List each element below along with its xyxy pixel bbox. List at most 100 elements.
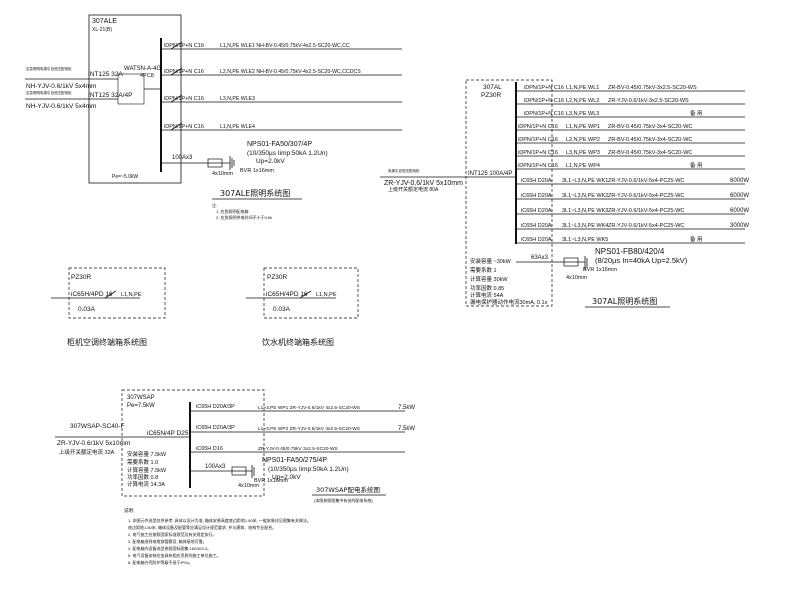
al-circuit-cable: ZR-BV-0.45/0.75kV-3x4-SC20-WC (608, 150, 692, 156)
ale-ats-label-2: 4PC8 (140, 73, 154, 79)
ale-spd-device (207, 158, 223, 168)
wsap-circuit-breaker: iC65H D20A/3P (196, 404, 235, 410)
ale-circuit-cable: L3,N,PE WLE3 (220, 96, 255, 102)
ale-feeder-cable-1: NH-YJV-0.6/1kV 5x4mm (26, 83, 96, 90)
wsap-circuit: iC65H D20A/3P L1~3,PE WP1 ZR-YJV-0.6/1kV… (190, 404, 415, 412)
al-circuit-breaker: iC65H D20A (521, 178, 552, 184)
al-circuit-breaker: iDPN/1P+N C16 (524, 111, 564, 117)
ale-spd-model: NPS01-FA50/307/4P (247, 141, 312, 148)
ale-circuit-breaker: iDPN/1P+N C16 (164, 124, 204, 130)
al-spd-model: NPS01-FB80/420/4 (595, 247, 665, 256)
wsap-ct-label: 100Ax3 (205, 464, 226, 470)
water-enclosure (263, 267, 359, 319)
ale-circuit-breaker: iDPN/1P+N C16 (164, 96, 204, 102)
wsap-calc-line: 功率因数 0.8 (127, 473, 158, 481)
al-circuit: iDPN/1P+N C16 L3,N,PE WL3 备 用 (516, 109, 745, 118)
al-spd-spec: (8/20µs In=40kA Up=2.5kV) (595, 256, 688, 265)
ale-subtitle: XL-21(B) (92, 27, 112, 33)
wsap-circuit: iC65H D16 ZR-YJV-0.45/0.75kV 3x2.5-SC20-… (190, 446, 405, 453)
panel-ac-terminal: PZ30R iC65H/4PD 16 0.03A L1,N,PE 柜机空调终端箱… (51, 267, 166, 347)
al-feeder-note-top: 电源引自低压配电柜 (388, 168, 420, 173)
panel-307ale: 307ALE XL-21(B) 应急照明电源引自低压配电柜 NH-YJV-0.6… (25, 14, 402, 220)
al-circuit-breaker: iC65H D20A (521, 237, 552, 243)
al-circuit-line: L2,N,PE WL2 (566, 98, 599, 104)
ale-feeder-note-2: 应急照明电源引自低压配电柜 (26, 90, 72, 95)
wsap-circuit-breaker: iC65H D20A/3P (196, 425, 235, 431)
ale-circuit: iDPN/1P+N C16 L1,N,PE WLE1 NH-BV-0.45/0.… (161, 41, 402, 50)
note-line: 1. 本图元件选型仅供参考, 具体以设计为准, 箱体安装高度底边距地1.80米,… (128, 517, 311, 523)
ale-feeder-note-1: 应急照明电源引自低压配电柜 (26, 66, 72, 71)
ac-rcd-label: 0.03A (78, 306, 96, 313)
wsap-caption: 307WSAP配电系统图 (316, 485, 380, 494)
wsap-circuit-power: 7.5kW (398, 426, 415, 432)
ale-caption: 307ALE照明系统图 (220, 188, 290, 198)
al-circuit: iDPN/1P+N C16 L2,N,PE WP2 ZR-BV-0.45/0.7… (516, 137, 745, 144)
al-title: 307AL (483, 84, 502, 91)
al-circuit-line: L1,N,PE WP4 (566, 163, 600, 169)
wsap-pe: Pe=7.5kW (127, 403, 155, 409)
ale-feeder-cable-2: NH-YJV-0.6/1kV 5x4mm (26, 103, 96, 110)
al-circuit: iC65H D20A 3L1~L3,N,PE WK2 ZR-YJV-0.6/1k… (516, 193, 749, 200)
al-spd-cable: 4x10mm (566, 275, 588, 281)
al-circuit: iDPN/1P+N C16 L1,N,PE WP1 ZR-BV-0.45/0.7… (516, 124, 745, 131)
ale-circuit-breaker: iDPN/1P+N C16 (164, 69, 204, 75)
al-circuit-power: 3000W (730, 223, 749, 229)
al-circuit-line: L3,N,PE WP3 (566, 150, 600, 156)
note-line: 2. 电气施工应按照国家标准规范及有关规定执行。 (128, 531, 216, 537)
wsap-calc-line: 安装容量 7.5kW (127, 450, 167, 458)
al-calc-line: 安装容量 ~30kW (470, 257, 512, 265)
al-calc-line: 计算容量 30kW (470, 275, 508, 283)
al-circuit-cable: ZR-YJV-0.6/1kV-3x2.5-SC20-WS (608, 98, 689, 104)
al-calc-line: 需要系数 1 (470, 266, 497, 274)
al-circuit: iDPN/1P+N C16 L1,N,PE WP4 备 用 (516, 161, 745, 170)
ale-circuit-breaker: iDPN/1P+N C16 (164, 43, 204, 49)
ale-circuit-cable: L2,N,PE WLE2 NH-BV-0.45/0.75kV-4x2.5-SC2… (220, 69, 361, 75)
al-circuit-cable: 备 用 (690, 161, 703, 169)
al-circuit-cable: ZR-BV-0.45/0.75kV-3x4-SC20-WC (608, 124, 692, 130)
note-line: 3. 配电箱进线电缆穿管敷设, 箱体接地可靠。 (128, 538, 207, 544)
al-circuit-breaker: iDPN/1P+N C16 (518, 150, 558, 156)
wsap-caption-sub: (本图参照图集中有关的配电系统) (314, 497, 373, 503)
ale-circuit-cable: L1,N,PE WLE1 NH-BV-0.45/0.75kV-4x2.5-SC2… (220, 43, 350, 49)
ac-caption: 柜机空调终端箱系统图 (67, 337, 147, 347)
al-circuit-breaker: iDPN/1P+N C16 (518, 124, 558, 130)
wsap-calc-line: 计算电流 14.3A (127, 480, 165, 488)
note-line: 4. 配电箱内设备选型参照国标图集 16D303-3。 (128, 545, 211, 551)
al-circuit-cable: 备 用 (690, 235, 703, 243)
wsap-spd-cable: 4x10mm (238, 483, 260, 489)
al-circuit: iC65H D20A 3L1~L3,N,PE WK3 ZR-YJV-0.6/1k… (516, 208, 749, 215)
note-line: 5. 电气设备安装应由具有相应资质的施工单位施工。 (128, 552, 220, 558)
al-feeder-cable: ZR-YJV-0.6/1kV 5x10mm (384, 180, 463, 187)
ac-line-label: L1,N,PE (121, 292, 142, 298)
water-rcd-label: 0.03A (273, 306, 291, 313)
ale-ats-label: WATSN-A-4G (124, 66, 161, 72)
al-circuit: iC65H D20A 3L1~L3,N,PE WK1 ZR-YJV-0.6/1k… (516, 178, 749, 185)
wsap-feeder-cable: ZR-YJV-0.6/1kV 5x10mm (57, 440, 130, 447)
wsap-circuit-line: L1~3,PE WP1 ZR-YJV-0.6/1kV 4x2.5-SC20-WS (258, 405, 360, 411)
design-notes: 说明: 1. 本图元件选型仅供参考, 具体以设计为准, 箱体安装高度底边距地1.… (124, 507, 311, 565)
wsap-spd-model: NPS01-FA50/275/4P (262, 457, 327, 464)
note-line: 6. 配电箱外壳防护等级不低于IP54。 (128, 559, 193, 565)
al-subtitle: PZ30R (481, 92, 502, 99)
al-circuit-breaker: iC65H D20A (521, 223, 552, 229)
al-circuit-power: 6000W (730, 178, 749, 184)
ac-breaker-label: iC65H/4PD 16 (71, 291, 113, 298)
al-circuit-cable: ZR-YJV-0.6/1kV-5x4-PC25-WC (608, 223, 684, 229)
al-circuit: iDPN/1P+N C16 L2,N,PE WL2 ZR-YJV-0.6/1kV… (516, 98, 745, 105)
al-circuit-line: 3L1~L3,N,PE WK5 (562, 237, 608, 243)
al-calc-line: 功率因数 0.85 (470, 284, 504, 292)
ale-installed-power: Pe=~5.0kW (112, 174, 138, 180)
al-bvr-cable: BVR 1x16mm (583, 267, 617, 273)
al-circuit: iC65H D20A 3L1~L3,N,PE WK5 备 用 (516, 235, 745, 244)
al-circuit-cable: ZR-YJV-0.6/1kV-5x4-PC25-WC (608, 178, 684, 184)
notes-heading: 说明: (124, 507, 134, 514)
al-main-breaker: INT125 100A/4P (468, 171, 512, 177)
ale-circuit: iDPN/1P+N C16 L2,N,PE WLE2 NH-BV-0.45/0.… (161, 67, 402, 76)
al-circuit-line: 3L1~L3,N,PE WK2 (562, 193, 608, 199)
ale-breaker-1: INT125 32A (88, 71, 123, 78)
panel-water-terminal: PZ30R iC65H/4PD 16 0.03A L1,N,PE 饮水机终端箱系… (246, 267, 359, 347)
wsap-bvr-cable: BVR 1x16mm (254, 478, 288, 484)
wsap-circuit-line: L1~3,PE WP2 ZR-YJV-0.6/1kV 4x2.5-SC20-WS (258, 426, 360, 432)
wsap-circuit-power: 7.5kW (398, 405, 415, 411)
al-circuit-cable: 备 用 (690, 109, 703, 117)
